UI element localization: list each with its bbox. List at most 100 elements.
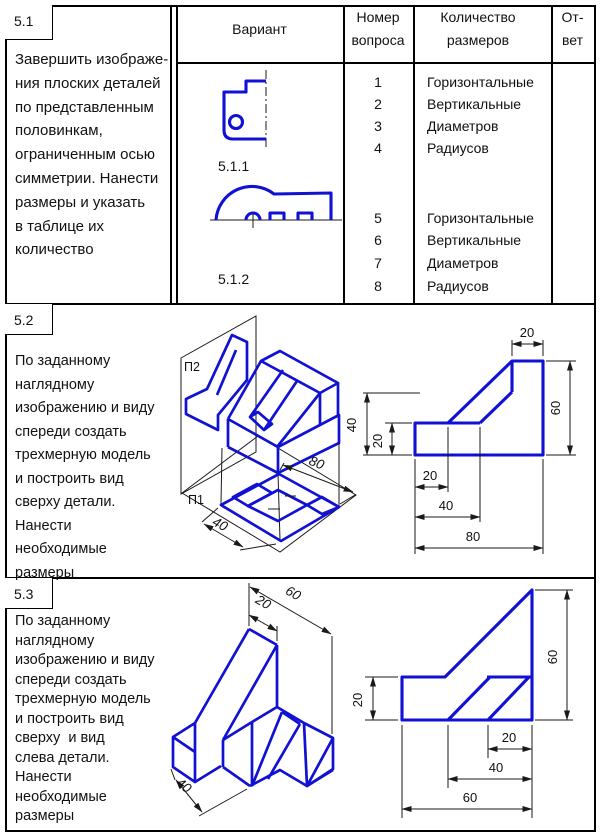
table-row-num: 6 [374, 232, 382, 248]
task-text-5-3: По заданному наглядному изображению и ви… [15, 612, 155, 827]
table-left-border [176, 5, 178, 303]
table-header-answer-1: От- [561, 9, 584, 25]
figure-label-511: 5.1.1 [218, 158, 250, 174]
dim-label: 60 [463, 790, 477, 805]
task-line: количество [15, 241, 94, 259]
table-row-num: 5 [374, 210, 382, 226]
task-text-5-2: По заданному наглядному изображению и ви… [15, 350, 155, 585]
table-col-border-2 [413, 5, 415, 303]
dim-label: 20 [502, 730, 516, 745]
task-line: размеры [15, 564, 75, 581]
front-projection-inner-edge [215, 349, 238, 396]
dim-label: 20 [350, 693, 365, 707]
task-line: сверху и вид [15, 730, 105, 746]
part-3d [171, 627, 335, 788]
task-line: По заданному [15, 613, 111, 629]
front-projection-on-p2 [184, 333, 249, 432]
task-line: сверху детали. [15, 494, 116, 510]
figure-511-drawing [222, 70, 267, 148]
task-line: Нанести [15, 517, 72, 534]
front-view-outline [400, 588, 534, 722]
front-view-53-drawing: 60 20 20 40 60 [350, 588, 573, 818]
notches [268, 211, 314, 220]
divider-section-1-2 [5, 303, 594, 305]
divider-section-2-3 [5, 577, 594, 579]
section-5-2-label-box: 5.2 [5, 304, 53, 335]
table-row-label: Диаметров [427, 118, 499, 134]
dim-label: 20 [520, 325, 534, 340]
iso-52-drawing: П2 П1 [180, 315, 357, 553]
top-view-projection [219, 472, 341, 543]
dimensions: 20 60 40 20 20 40 80 [344, 325, 576, 554]
dim-label: 60 [548, 401, 563, 415]
dim-ext [279, 462, 356, 505]
table-col-border-1 [343, 5, 345, 303]
task-line: необходимые [15, 788, 107, 805]
task-line: размеры и указать [15, 193, 146, 211]
table-row-num: 2 [374, 96, 382, 112]
task-column-border [170, 5, 172, 303]
projection-plane-p2 [180, 315, 257, 495]
iso-53-drawing: 20 60 40 [170, 583, 335, 817]
dim-label: 40 [489, 760, 503, 775]
task-line: необходимые [15, 541, 107, 557]
dim-line-40 [203, 523, 244, 548]
task-text-5-1: Завершить изображе- ния плоских деталей … [15, 48, 168, 262]
task-line: слева детали. [15, 749, 110, 766]
front-view-inner-edges [448, 361, 514, 425]
task-line: наглядному [15, 632, 95, 649]
table-header-question-1: Номер [356, 9, 400, 25]
dim-label: 80 [307, 453, 327, 473]
front-view-outline [413, 359, 545, 457]
dim-ext [201, 507, 277, 551]
table-row-label: Радиусов [427, 278, 489, 294]
table-row-num: 3 [374, 118, 382, 134]
task-line: изображению и виду [15, 400, 155, 416]
task-line: трехмерную модель [15, 447, 151, 463]
plane-p2-label: П2 [184, 360, 200, 374]
task-line: и построить вид [15, 470, 124, 487]
task-line: изображению и виду [15, 652, 155, 668]
dim-label: 60 [545, 650, 560, 664]
task-line: спереди создать [15, 423, 127, 440]
section-5-3-label-box: 5.3 [5, 578, 53, 609]
table-header-variant: Вариант [232, 21, 287, 37]
section-5-1-label-box: 5.1 [5, 5, 53, 40]
dim-label: 20 [370, 434, 385, 448]
task-line: трехмерную модель [15, 691, 151, 707]
dim-label: 20 [423, 468, 437, 483]
part-outline [214, 184, 333, 221]
task-line: ограниченным осью [15, 146, 156, 164]
section-5-1-label: 5.1 [14, 13, 34, 29]
table-header-answer-2: вет [561, 32, 583, 48]
table-header-count-1: Количество [440, 9, 516, 25]
table-header-border [176, 62, 594, 64]
task-line: спереди создать [15, 671, 127, 688]
projection-plane-p1 [181, 435, 357, 553]
front-view-inner-edges [446, 675, 532, 722]
part-3d [226, 349, 341, 475]
table-row-num: 7 [374, 255, 382, 271]
table-row-num: 1 [374, 74, 382, 90]
table-row-num: 4 [374, 140, 382, 156]
page-frame [5, 5, 596, 832]
table-header-count-2: размеров [446, 32, 510, 48]
table-row-label: Горизонтальные [427, 210, 534, 226]
table-header-question-2: вопроса [351, 32, 405, 48]
dim-label: 60 [283, 583, 304, 604]
table-row-label: Радиусов [427, 140, 489, 156]
dimensions: 60 20 20 40 60 [350, 589, 573, 818]
task-line: Нанести [15, 769, 72, 785]
task-line: наглядному [15, 376, 95, 393]
table-col-border-3 [551, 5, 553, 303]
figure-label-512: 5.1.2 [218, 271, 250, 287]
hole [227, 113, 245, 131]
task-line: ния плоских деталей [15, 74, 161, 92]
task-line: в таблице их [15, 217, 105, 235]
dim-label: 80 [466, 529, 480, 544]
table-row-num: 8 [374, 278, 382, 294]
table-row-label: Горизонтальные [427, 74, 534, 90]
dim-label: 40 [344, 418, 359, 432]
